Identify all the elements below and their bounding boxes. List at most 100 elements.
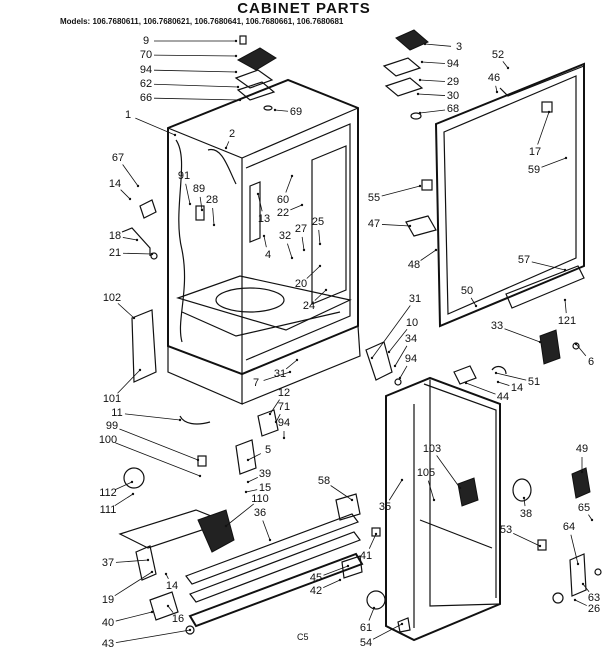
callout-label: 4	[265, 249, 271, 261]
callout-label: 94	[278, 417, 290, 429]
leader-arrowhead	[290, 256, 294, 260]
leader-arrowhead	[178, 418, 182, 422]
leader-arrowhead	[244, 490, 248, 494]
leader-line	[119, 428, 199, 461]
leader-arrowhead	[372, 606, 376, 610]
leader-arrowhead	[246, 458, 250, 462]
lower-hinge-parts	[537, 467, 602, 604]
leader-line	[371, 305, 411, 359]
callout-label: 45	[310, 572, 322, 584]
leader-arrowhead	[374, 532, 378, 536]
leader-arrowhead	[590, 518, 594, 522]
leader-line	[470, 297, 477, 307]
leader-arrowhead	[302, 248, 306, 252]
callout-label: 6	[588, 356, 594, 368]
leader-arrowhead	[538, 544, 542, 548]
callout-label: 35	[379, 501, 391, 513]
callout-label: 10	[406, 317, 418, 329]
leader-arrowhead	[188, 202, 192, 206]
leader-line	[399, 365, 408, 379]
callout-label: 2	[229, 128, 235, 140]
leader-line	[153, 97, 241, 101]
callout-label: 27	[295, 223, 307, 235]
callout-label: 51	[528, 376, 540, 388]
leader-arrowhead	[150, 570, 154, 574]
leader-line	[436, 455, 461, 489]
leader-arrowhead	[262, 234, 266, 238]
callout-label: 102	[103, 292, 121, 304]
leader-line	[495, 372, 527, 381]
leader-arrowhead	[138, 368, 142, 372]
leader-line	[417, 93, 446, 96]
leader-arrowhead	[224, 146, 228, 150]
leader-line	[513, 533, 541, 547]
leader-line	[167, 605, 174, 613]
callout-label: 94	[447, 58, 459, 70]
leader-arrowhead	[574, 342, 578, 346]
leader-line	[372, 623, 403, 640]
callout-label: 43	[102, 638, 114, 648]
callout-label: 47	[368, 218, 380, 230]
leader-arrowhead	[418, 78, 422, 82]
callout-label: 101	[103, 393, 121, 405]
callout-label: 94	[140, 64, 152, 76]
callout-label: 69	[290, 106, 302, 118]
leader-arrowhead	[494, 371, 498, 375]
leader-line	[199, 196, 203, 211]
leader-arrowhead	[136, 184, 140, 188]
models-list: 106.7680611, 106.7680621, 106.7680641, 1…	[92, 17, 344, 26]
callout-label: 60	[277, 194, 289, 206]
leader-arrowhead	[495, 90, 499, 94]
leader-arrowhead	[256, 192, 260, 196]
leader-line	[153, 54, 237, 57]
leader-arrowhead	[324, 288, 328, 292]
callout-label: 103	[423, 443, 441, 455]
leader-arrowhead	[173, 133, 177, 137]
callout-label: 37	[102, 557, 114, 569]
leader-arrowhead	[564, 156, 568, 160]
callout-label: 59	[528, 164, 540, 176]
callout-label: 20	[295, 278, 307, 290]
leader-line	[117, 369, 141, 394]
leader-line	[424, 43, 452, 47]
leader-arrowhead	[474, 304, 478, 308]
callout-label: 63	[588, 592, 600, 604]
leader-arrowhead	[581, 582, 585, 586]
leader-line	[537, 111, 550, 145]
leader-line	[368, 533, 377, 549]
leader-line	[318, 229, 321, 245]
leader-arrowhead	[130, 480, 134, 484]
leader-line	[574, 599, 587, 606]
leader-arrowhead	[400, 478, 404, 482]
leader-arrowhead	[408, 224, 412, 228]
leader-arrowhead	[146, 558, 150, 562]
callout-label: 14	[511, 382, 523, 394]
leader-arrowhead	[268, 412, 272, 416]
callout-label: 53	[500, 524, 512, 536]
callout-label: 36	[254, 507, 266, 519]
leader-arrowhead	[295, 358, 299, 362]
leader-line	[330, 485, 353, 501]
leader-arrowhead	[538, 340, 542, 344]
leader-arrowhead	[150, 610, 154, 614]
callout-label: 34	[405, 333, 417, 345]
leader-arrowhead	[420, 60, 424, 64]
leader-line	[117, 303, 135, 319]
leader-line	[287, 243, 293, 259]
leader-arrowhead	[506, 66, 510, 70]
leader-line	[388, 479, 403, 501]
callout-label: 112	[99, 487, 117, 499]
callout-label: 25	[312, 216, 324, 228]
leader-arrowhead	[234, 39, 238, 43]
leader-line	[275, 413, 281, 423]
leader-line	[419, 109, 446, 114]
callout-label: 16	[172, 613, 184, 625]
leader-arrowhead	[400, 622, 404, 626]
leader-arrowhead	[198, 474, 202, 478]
callout-label: 49	[576, 443, 588, 455]
leader-line	[274, 109, 289, 112]
callout-label: 89	[193, 183, 205, 195]
leader-arrowhead	[300, 203, 304, 207]
leader-arrowhead	[288, 370, 292, 374]
